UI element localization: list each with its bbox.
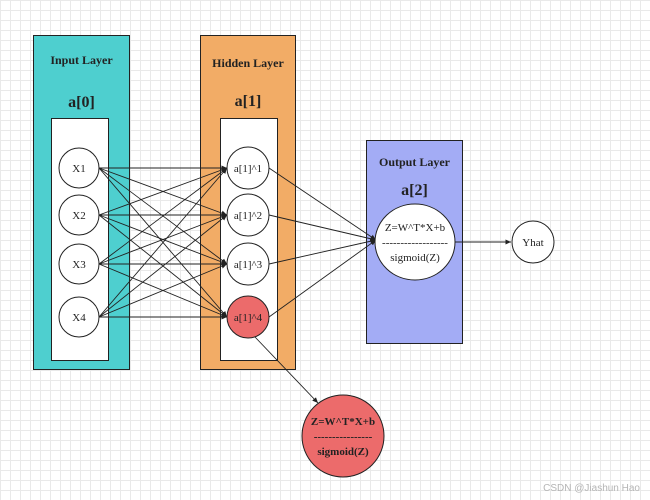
detail-node: Z=W^T*X+b ---------------- sigmoid(Z) [301,394,385,478]
input-node-label: X3 [72,259,86,271]
output-divider: ------------------ [382,237,448,249]
detail-formula: Z=W^T*X+b [311,416,375,428]
hidden-node-4-highlighted: a[1]^4 [226,295,270,339]
output-activation: sigmoid(Z) [390,252,440,264]
detail-activation: sigmoid(Z) [317,446,369,458]
hidden-to-output-edge [268,214,377,242]
input-node-x3: X3 [58,243,100,285]
hidden-node-label: a[1]^4 [234,312,263,324]
hidden-to-detail-edge [254,336,319,404]
input-to-hidden-edge [98,167,228,216]
input-to-hidden-edge [98,167,228,265]
hidden-to-output-edge [268,167,377,241]
hidden-node-label: a[1]^3 [234,259,263,271]
hidden-node-2: a[1]^2 [226,193,270,237]
input-node-x4: X4 [58,296,100,338]
hidden-node-1: a[1]^1 [226,146,270,190]
output-layer-label: a[2] [401,182,428,199]
input-layer-title: Input Layer [50,53,113,67]
input-to-hidden-edge [98,167,228,318]
output-layer-title: Output Layer [378,155,450,169]
input-node-x1: X1 [58,147,100,189]
input-to-hidden-edge [98,214,228,318]
output-formula: Z=W^T*X+b [385,222,446,234]
input-node-label: X4 [72,312,86,324]
hidden-node-label: a[1]^2 [234,210,262,222]
hidden-to-output-edge [268,239,377,318]
input-to-hidden-edge [98,214,228,265]
input-to-hidden-edge [98,263,228,318]
detail-divider: ---------------- [314,431,373,443]
input-node-x2: X2 [58,194,100,236]
hidden-node-label: a[1]^1 [234,163,262,175]
hidden-layer-title: Hidden Layer [212,56,284,70]
hidden-node-3: a[1]^3 [226,242,270,286]
yhat-node: Yhat [511,220,555,264]
input-node-label: X1 [72,163,85,175]
input-layer-label: a[0] [68,94,95,111]
watermark: CSDN @Jiashun Hao [543,483,640,494]
hidden-layer-label: a[1] [234,93,262,110]
yhat-label: Yhat [522,237,543,249]
hidden-to-output-edge [268,238,377,265]
output-node: Z=W^T*X+b ------------------ sigmoid(Z) [374,203,456,281]
input-node-label: X2 [72,210,85,222]
